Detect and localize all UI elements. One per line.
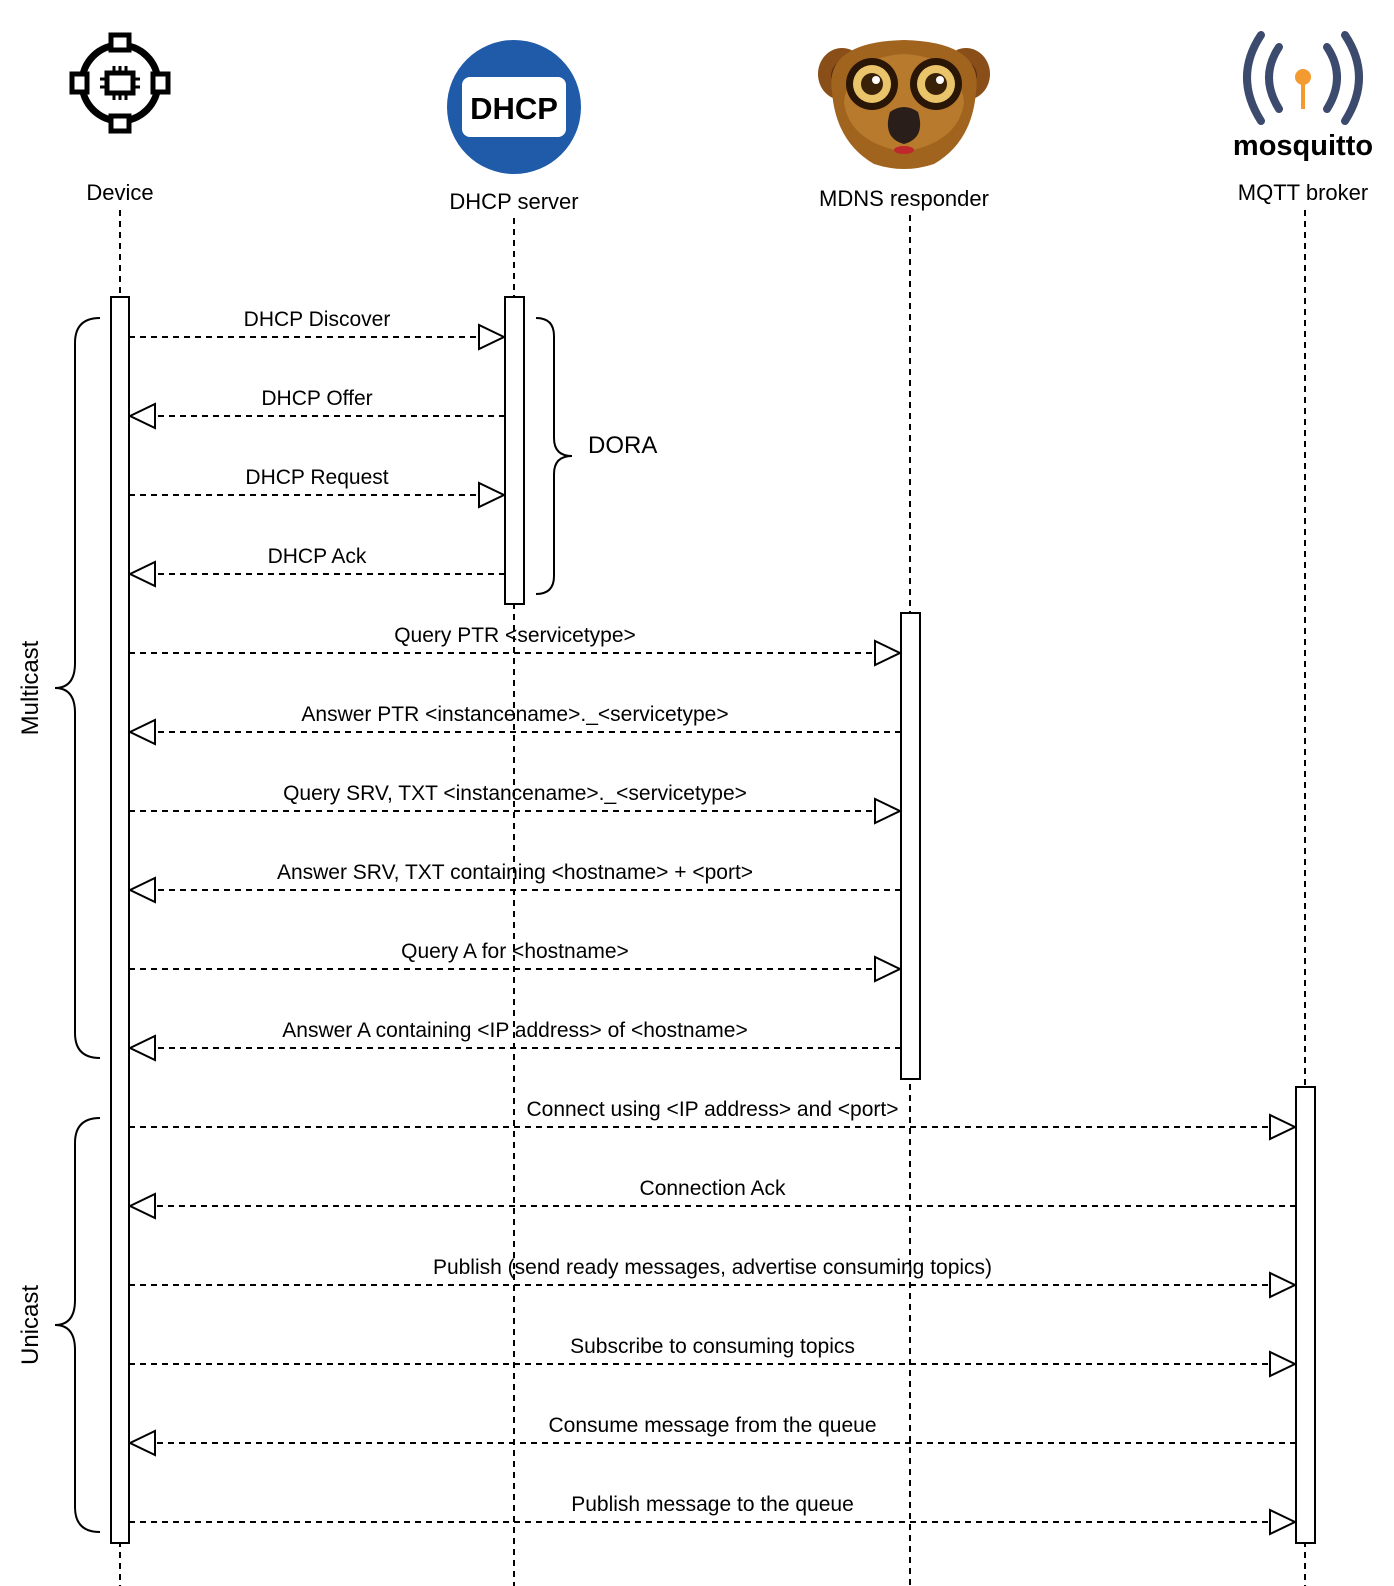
actor-name-mqtt-broker: MQTT broker: [1238, 180, 1368, 205]
dhcp-logo-icon: DHCP: [447, 40, 581, 174]
message-arrowhead: [874, 639, 903, 667]
message-arrowhead: [127, 560, 156, 588]
message-2: DHCP Offer: [127, 387, 505, 430]
mosquitto-logo-icon: mosquitto: [1233, 31, 1373, 162]
message-4: DHCP Ack: [127, 545, 505, 588]
message-label: Query PTR <servicetype>: [394, 624, 636, 647]
message-label: Subscribe to consuming topics: [570, 1335, 855, 1358]
message-arrowhead: [478, 481, 507, 509]
unicast-brace: [54, 1117, 101, 1533]
message-9: Query A for <hostname>: [129, 940, 903, 983]
message-label: DHCP Discover: [244, 308, 391, 331]
message-label: Query SRV, TXT <instancename>._<servicet…: [283, 782, 747, 805]
message-12: Connection Ack: [127, 1177, 1296, 1220]
unicast-label: Unicast: [17, 1285, 44, 1365]
multicast-label: Multicast: [17, 640, 44, 735]
activation-dhcp-server: [504, 296, 525, 605]
message-7: Query SRV, TXT <instancename>._<servicet…: [129, 782, 903, 825]
message-label: Query A for <hostname>: [401, 940, 629, 963]
message-arrowhead: [1269, 1271, 1298, 1299]
dora-brace: [535, 317, 573, 595]
activation-mdns-responder: [900, 612, 921, 1080]
message-label: DHCP Ack: [268, 545, 367, 568]
mosquitto-logo-text: mosquitto: [1233, 130, 1373, 162]
message-arrowhead: [874, 797, 903, 825]
message-14: Subscribe to consuming topics: [129, 1335, 1298, 1378]
message-label: Answer A containing <IP address> of <hos…: [282, 1019, 747, 1042]
message-1: DHCP Discover: [129, 308, 507, 351]
message-arrowhead: [1269, 1350, 1298, 1378]
actor-name-mdns-responder: MDNS responder: [819, 186, 989, 211]
message-label: Connection Ack: [640, 1177, 786, 1200]
message-13: Publish (send ready messages, advertise …: [129, 1256, 1298, 1299]
actor-name-device: Device: [86, 180, 153, 205]
multicast-brace: [54, 317, 101, 1059]
message-16: Publish message to the queue: [129, 1493, 1298, 1536]
message-8: Answer SRV, TXT containing <hostname> + …: [127, 861, 901, 904]
message-arrowhead: [478, 323, 507, 351]
message-arrowhead: [1269, 1508, 1298, 1536]
message-6: Answer PTR <instancename>._<servicetype>: [127, 703, 901, 746]
message-arrowhead: [127, 1034, 156, 1062]
message-label: Consume message from the queue: [548, 1414, 876, 1437]
message-label: DHCP Offer: [261, 387, 372, 410]
dora-label: DORA: [588, 432, 657, 459]
message-label: Connect using <IP address> and <port>: [526, 1098, 898, 1121]
message-label: DHCP Request: [245, 466, 388, 489]
message-arrowhead: [127, 1429, 156, 1457]
bonjour-lemur-icon: [818, 40, 990, 169]
dhcp-logo-text: DHCP: [470, 91, 558, 126]
message-arrowhead: [127, 1192, 156, 1220]
actor-name-dhcp-server: DHCP server: [449, 189, 578, 214]
message-arrowhead: [874, 955, 903, 983]
message-5: Query PTR <servicetype>: [129, 624, 903, 667]
message-arrowhead: [127, 402, 156, 430]
message-10: Answer A containing <IP address> of <hos…: [127, 1019, 901, 1062]
message-label: Publish (send ready messages, advertise …: [433, 1256, 992, 1279]
message-arrowhead: [127, 718, 156, 746]
activation-device: [110, 296, 130, 1544]
message-label: Publish message to the queue: [571, 1493, 854, 1516]
circuit-chip-icon: [69, 32, 171, 134]
message-11: Connect using <IP address> and <port>: [129, 1098, 1298, 1141]
activation-mqtt-broker: [1295, 1086, 1316, 1544]
message-arrowhead: [127, 876, 156, 904]
message-arrowhead: [1269, 1113, 1298, 1141]
message-label: Answer SRV, TXT containing <hostname> + …: [277, 861, 753, 884]
message-3: DHCP Request: [129, 466, 507, 509]
message-label: Answer PTR <instancename>._<servicetype>: [301, 703, 728, 726]
message-15: Consume message from the queue: [127, 1414, 1296, 1457]
